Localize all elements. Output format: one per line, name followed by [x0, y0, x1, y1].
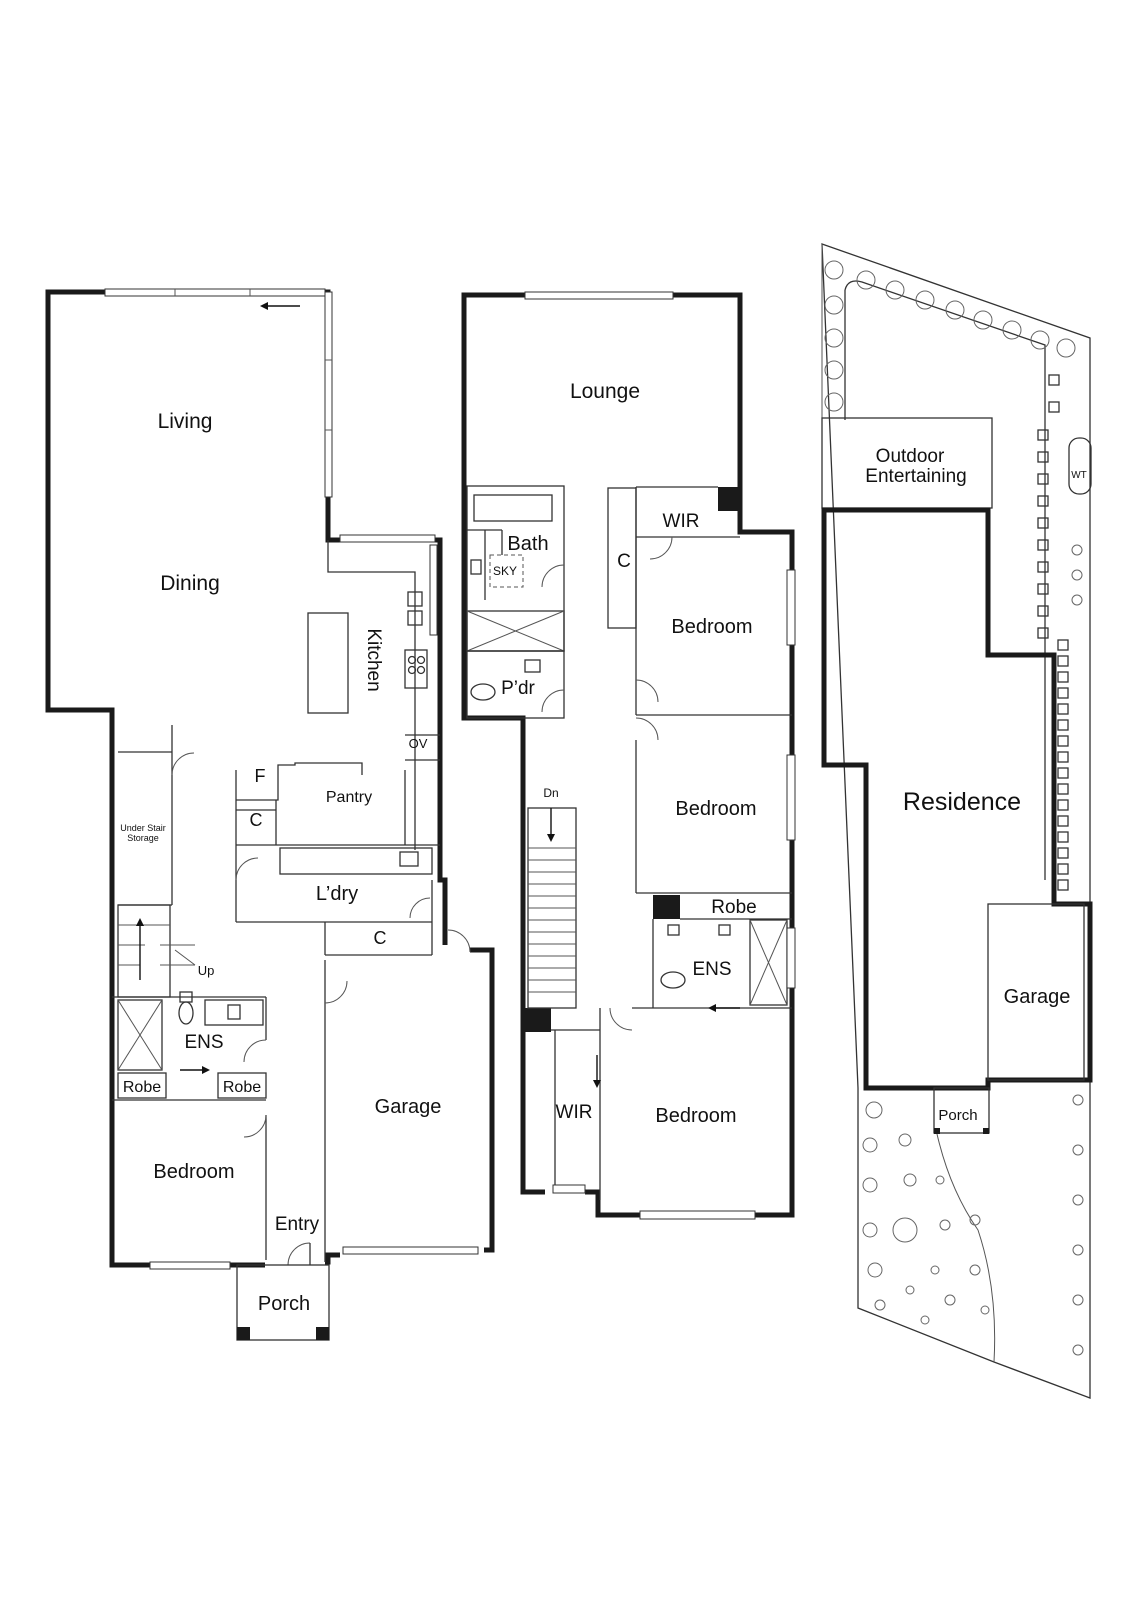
- living-east-window: [324, 291, 333, 498]
- label-wir-top: WIR: [663, 511, 700, 532]
- label-water-tank: WT: [1071, 470, 1087, 481]
- label-site-garage: Garage: [1004, 986, 1071, 1008]
- label-bath: Bath: [507, 533, 548, 555]
- label-stair-up: Up: [198, 963, 215, 978]
- ens-shower: [117, 999, 163, 1071]
- label-ground-garage: Garage: [375, 1096, 442, 1118]
- label-stair-down: Dn: [543, 786, 558, 800]
- label-entry: Entry: [275, 1214, 320, 1235]
- first-floor-plan: Lounge Bath SKY P’dr WIR C Bedroom Bedro…: [461, 291, 796, 1220]
- ens-window: [786, 927, 796, 989]
- ground-floor-plan: Living Dining Kitchen Pantry F C OV Unde…: [45, 288, 495, 1341]
- landscaping-trees: [824, 260, 1084, 1356]
- label-residence: Residence: [903, 788, 1021, 816]
- site-plan: Outdoor Entertaining WT Residence Garage…: [821, 243, 1093, 1399]
- pavers: [1037, 374, 1069, 891]
- label-robe-right: Robe: [223, 1079, 261, 1096]
- water-tank: [1068, 437, 1092, 495]
- label-cupboard-laundry: C: [374, 928, 387, 948]
- label-pantry: Pantry: [326, 789, 372, 806]
- bath-tub: [473, 494, 553, 522]
- site-garage: [987, 903, 1085, 1081]
- label-powder: P’dr: [501, 678, 535, 699]
- residence-outline: [821, 507, 1093, 1091]
- lounge-window: [524, 291, 674, 300]
- label-ground-bedroom: Bedroom: [153, 1161, 234, 1183]
- ens-toilet-first: [660, 971, 686, 989]
- label-wir-bottom: WIR: [556, 1102, 593, 1123]
- stair-up: [117, 904, 171, 998]
- laundry-bench: [279, 847, 433, 875]
- garage-door: [342, 1246, 479, 1255]
- bedroom-3-window: [639, 1210, 756, 1220]
- label-dining: Dining: [160, 572, 220, 595]
- powder-toilet: [470, 683, 496, 701]
- ground-floor-outer-wall-right: [325, 289, 448, 945]
- first-floor-outer-wall-right: [672, 292, 795, 1218]
- label-first-ens: ENS: [692, 959, 731, 980]
- label-bedroom-1: Bedroom: [671, 616, 752, 638]
- label-site-porch: Porch: [938, 1107, 977, 1124]
- label-under-stair-2: Storage: [127, 833, 159, 843]
- label-fridge: F: [255, 766, 266, 786]
- label-robe-left: Robe: [123, 1079, 161, 1096]
- ens-toilet: [178, 1001, 194, 1025]
- label-ground-ens: ENS: [184, 1032, 223, 1053]
- first-floor-outer-wall: [461, 292, 545, 1195]
- label-cupboard-pantry: C: [250, 810, 263, 830]
- label-cupboard-first: C: [617, 551, 631, 572]
- label-laundry: L’dry: [316, 883, 358, 905]
- bedroom-1-window: [786, 569, 796, 646]
- label-ground-porch: Porch: [258, 1293, 310, 1315]
- skylight: [489, 554, 524, 588]
- kitchen-side-window: [429, 544, 438, 636]
- label-skylight: SKY: [493, 564, 517, 578]
- label-living: Living: [158, 410, 213, 433]
- living-window: [104, 288, 326, 297]
- robe-left: [117, 1072, 167, 1099]
- kitchen-island: [307, 612, 349, 714]
- garage-front-wall: [325, 1252, 340, 1265]
- ground-floor-outer-wall: [45, 289, 265, 1268]
- ground-bedroom-window: [149, 1261, 231, 1270]
- ground-porch: [236, 1264, 330, 1341]
- garage-wall: [470, 947, 495, 1253]
- label-kitchen: Kitchen: [363, 628, 384, 691]
- label-oven: OV: [409, 736, 428, 751]
- site-boundary: [821, 243, 1091, 1399]
- label-lounge: Lounge: [570, 380, 640, 403]
- robe-right: [217, 1072, 267, 1099]
- bedroom-2-window: [786, 754, 796, 841]
- label-outdoor-2: Entertaining: [865, 466, 966, 487]
- wir-window: [552, 1184, 586, 1194]
- label-under-stair-1: Under Stair: [120, 823, 166, 833]
- kitchen-window: [339, 534, 436, 543]
- label-robe-first: Robe: [711, 897, 756, 918]
- label-outdoor-1: Outdoor: [876, 446, 945, 467]
- site-porch: [933, 1087, 990, 1134]
- label-bedroom-2: Bedroom: [675, 798, 756, 820]
- label-bedroom-3: Bedroom: [655, 1105, 736, 1127]
- cooktop: [404, 649, 428, 689]
